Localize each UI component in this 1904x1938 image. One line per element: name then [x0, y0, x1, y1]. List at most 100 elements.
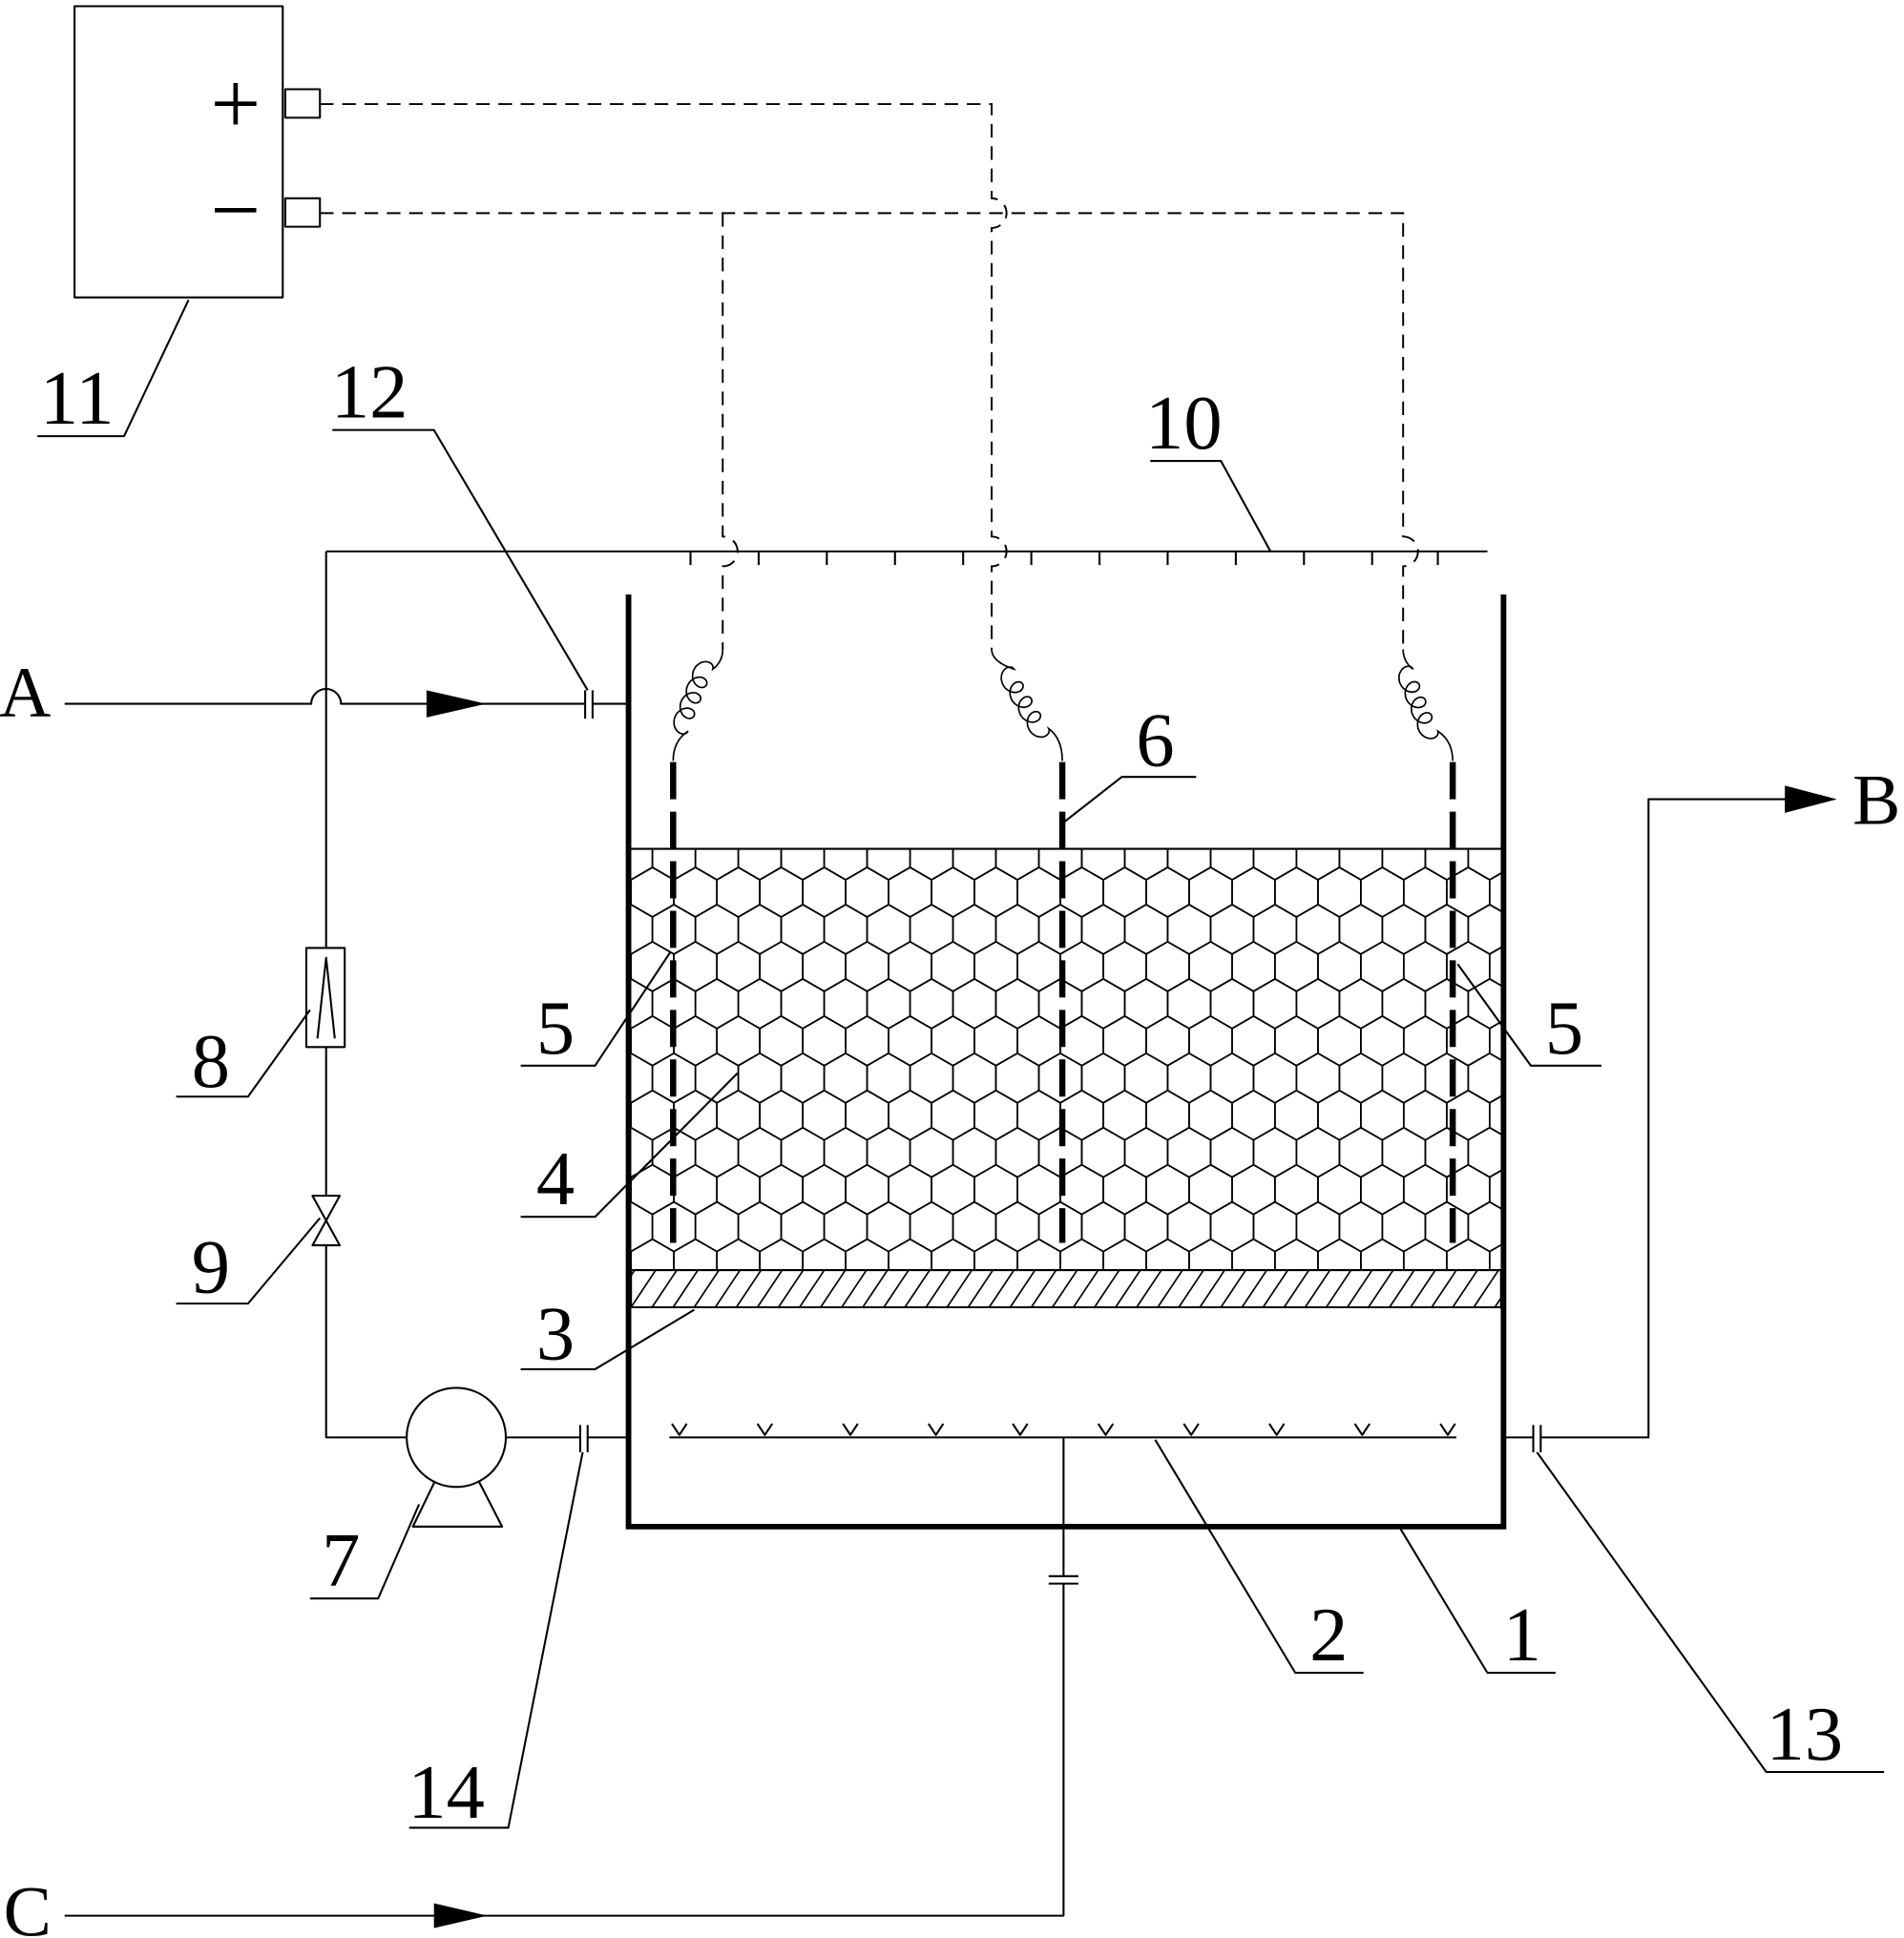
packing-hex-cell — [952, 1052, 997, 1104]
callout-label: 14 — [408, 1750, 485, 1835]
packing-hex-cell — [1360, 940, 1405, 992]
callout-packing-right: 5 — [1456, 963, 1601, 1071]
callout-label: 5 — [1545, 986, 1583, 1071]
packing-hex-cell — [1488, 1243, 1501, 1271]
packing-hex-cell — [1231, 1014, 1276, 1067]
callout-inlet-flange: 12 — [331, 350, 589, 691]
packing-hex-cell — [1080, 1200, 1126, 1253]
packing-hex-cell — [1295, 848, 1341, 881]
packing-hex-cell — [631, 1089, 675, 1141]
packing-hex-cell — [1188, 940, 1233, 992]
packing-hex-cell — [1424, 1052, 1470, 1104]
callout-electrode: 6 — [1064, 698, 1197, 823]
hatch-line — [1178, 1270, 1204, 1308]
packing-hex-cell — [866, 1200, 911, 1253]
inlet-line — [64, 688, 629, 705]
hatch-line — [631, 1270, 657, 1308]
packing-hex-cell — [845, 1163, 889, 1216]
packing-hex-cell — [631, 1176, 633, 1203]
packing-hex-cell — [1209, 1200, 1255, 1253]
packing-hex-cell — [1123, 1052, 1169, 1104]
packing-hex-cell — [1166, 1052, 1212, 1104]
packing-hex-cell — [1123, 1126, 1169, 1178]
packing-hex-cell — [694, 977, 740, 1030]
hatch-line — [1452, 1270, 1478, 1308]
flowmeter — [304, 947, 346, 1049]
packing-honeycomb — [567, 830, 1554, 1271]
packing-hex-cell — [1295, 1126, 1341, 1178]
hatch-line — [1030, 1270, 1057, 1308]
hatch-line — [1325, 1270, 1352, 1308]
leader-line — [408, 1451, 584, 1829]
packing-hex-cell — [1317, 1163, 1362, 1216]
packing-hex-cell — [931, 940, 975, 992]
hatch-line — [1473, 1270, 1499, 1308]
packing-hex-cell — [973, 1163, 1018, 1216]
packing-hex-cell — [1102, 866, 1147, 918]
packing-hex-cell — [845, 940, 889, 992]
positive-wire — [320, 103, 1008, 650]
packing-hex-cell — [1381, 1052, 1427, 1104]
packing-hex-cell — [1252, 977, 1298, 1030]
packing-hex-cell — [1424, 1126, 1470, 1178]
packing-hex-cell — [1402, 1014, 1448, 1067]
leader-line — [37, 299, 190, 438]
packing-hex-cell — [1511, 905, 1554, 954]
packing-hex-cell — [1424, 1200, 1470, 1253]
hatch-line — [1347, 1270, 1373, 1308]
callout-label: 10 — [1145, 381, 1223, 466]
electrode-lead-coil-left — [672, 649, 724, 761]
packing-hex-cell — [1511, 830, 1554, 880]
packing-hex-cell — [1274, 1163, 1319, 1216]
leader-line — [1150, 460, 1272, 552]
packing-hex-cell — [1209, 848, 1255, 881]
packing-hex-cell — [973, 940, 1018, 992]
packing-hex-cell — [1252, 1126, 1298, 1178]
leader-line — [1399, 1528, 1556, 1675]
packing-hex-cell — [845, 1089, 889, 1141]
packing-hex-cell — [716, 866, 761, 918]
packing-hex-cell — [1338, 1126, 1384, 1178]
packing-hex-cell — [909, 1126, 954, 1178]
packing-hex-cell — [1295, 903, 1341, 955]
packing-hex-cell — [780, 977, 826, 1030]
packing-hex-cell — [845, 1238, 889, 1271]
hatch-line — [1283, 1270, 1310, 1308]
packing-hex-cell — [802, 1238, 847, 1271]
hatch-line — [925, 1270, 952, 1308]
packing-hex-cell — [1338, 903, 1384, 955]
packing-hex-cell — [931, 1238, 975, 1271]
leader-line — [1456, 963, 1601, 1067]
packing-hex-cell — [694, 1200, 740, 1253]
inlet-a: A — [0, 654, 629, 733]
packing-hex-cell — [737, 903, 783, 955]
leader-line — [1536, 1451, 1885, 1774]
packing-hex-cell — [1231, 1089, 1276, 1141]
pump — [406, 1386, 629, 1528]
hatch-line — [967, 1270, 994, 1308]
packing-hex-cell — [567, 905, 610, 954]
packing-hex-cell — [1059, 866, 1104, 918]
packing-hex-cell — [716, 1163, 761, 1216]
packing-hex-cell — [802, 1014, 847, 1067]
packing-hex-cell — [909, 1052, 954, 1104]
packing-hex-cell — [1295, 977, 1341, 1030]
hatch-line — [777, 1270, 805, 1308]
packing-hex-cell — [1402, 1238, 1448, 1271]
packing-hex-cell — [1381, 1126, 1427, 1178]
callout-label: 8 — [192, 1019, 230, 1104]
spray-pipe — [324, 550, 1488, 1439]
packing-hex-cell — [780, 1126, 826, 1178]
packing-hex-cell — [759, 1014, 804, 1067]
packing-hex-cell — [1209, 977, 1255, 1030]
packing-hex-cell — [631, 1238, 675, 1271]
hatch-line — [1389, 1270, 1415, 1308]
callout-pump: 7 — [309, 1504, 421, 1603]
air-arrow-icon — [433, 1903, 488, 1928]
packing-hex-cell — [1252, 1052, 1298, 1104]
packing-hex-cell — [931, 1014, 975, 1067]
packing-hex-cell — [1360, 1238, 1405, 1271]
hatch-line — [1304, 1270, 1331, 1308]
wiring — [320, 103, 1419, 650]
packing-hex-cell — [1123, 903, 1169, 955]
